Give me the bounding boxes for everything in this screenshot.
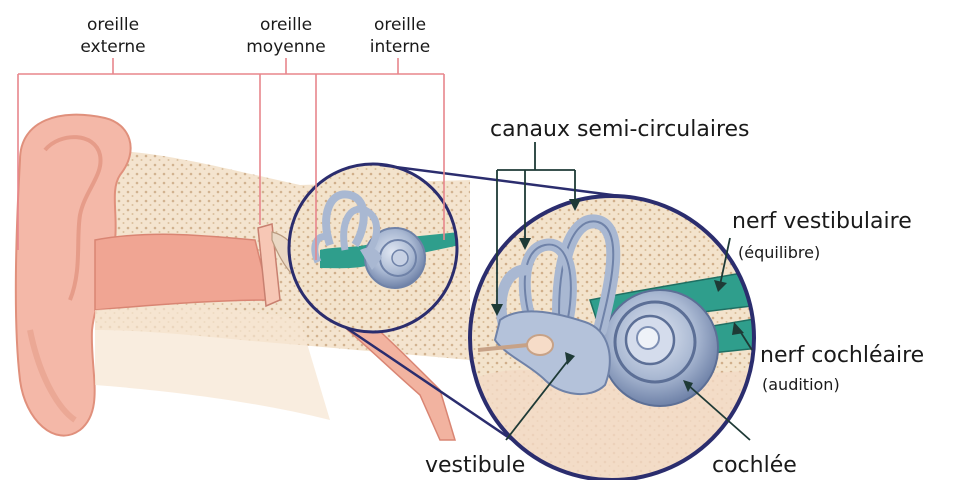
- label-middle-line1: oreille: [260, 15, 312, 35]
- label-cochlear-note: (audition): [762, 375, 840, 394]
- large-inset: [470, 196, 760, 480]
- label-external-line1: oreille: [87, 15, 139, 35]
- label-inner-line1: oreille: [374, 15, 426, 35]
- ear-canal: [95, 234, 270, 310]
- label-vestibular-note: (équilibre): [738, 243, 820, 262]
- label-vestibular-nerve: nerf vestibulaire: [732, 209, 912, 234]
- label-middle-line2: moyenne: [246, 37, 326, 57]
- cochlea-shape: [602, 290, 718, 406]
- label-vestibule: vestibule: [425, 453, 525, 478]
- label-canals: canaux semi-circulaires: [490, 117, 750, 142]
- lower-bone: [95, 307, 330, 420]
- label-inner-line2: interne: [370, 37, 431, 57]
- label-external-line2: externe: [80, 37, 145, 57]
- label-cochlea: cochlée: [712, 453, 797, 478]
- label-cochlear-nerve: nerf cochléaire: [760, 343, 924, 368]
